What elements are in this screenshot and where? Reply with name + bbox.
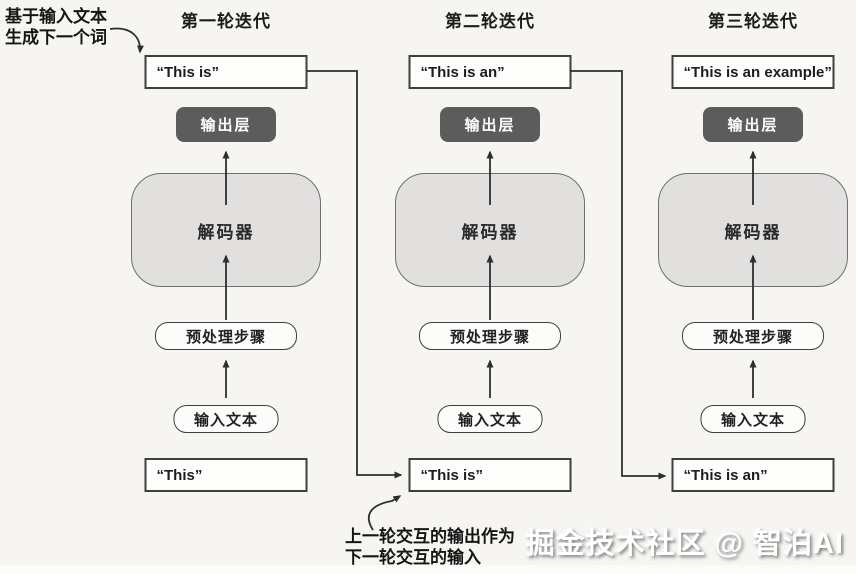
output-layer-box-3: 输出层: [703, 107, 803, 142]
annotation-line: 基于输入文本: [5, 7, 107, 26]
iteration-column-2: 第二轮迭代 “This is an” 输出层 解码器 预处理步骤 输入文本 “T…: [395, 0, 585, 574]
annotation-output-as-next-input: 上一轮交互的输出作为 下一轮交互的输入: [345, 526, 515, 568]
input-string-1: “This”: [156, 466, 203, 484]
decoder-box-3: 解码器: [658, 173, 848, 287]
output-layer-box-2: 输出层: [440, 107, 540, 142]
iteration-1-title: 第一轮迭代: [181, 12, 271, 31]
annotation-generate-next-word: 基于输入文本 生成下一个词: [5, 6, 107, 48]
generated-text-box-2: “This is an”: [408, 55, 572, 89]
input-string-2: “This is”: [420, 466, 484, 484]
generated-text-3: “This is an example”: [683, 63, 832, 81]
bottom-edge-strip: [0, 565, 856, 574]
input-string-box-2: “This is”: [408, 458, 572, 492]
iteration-3-title: 第三轮迭代: [708, 12, 798, 31]
annotation-line: 上一轮交互的输出作为: [345, 527, 515, 546]
output-layer-box-1: 输出层: [176, 107, 276, 142]
iteration-column-3: 第三轮迭代 “This is an example” 输出层 解码器 预处理步骤…: [658, 0, 848, 574]
iteration-column-1: 第一轮迭代 “This is” 输出层 解码器 预处理步骤 输入文本 “This…: [131, 0, 321, 574]
preprocess-box-2: 预处理步骤: [419, 322, 561, 350]
watermark-text: 掘金技术社区 @ 智泊AI: [525, 528, 844, 560]
iteration-2-title: 第二轮迭代: [445, 12, 535, 31]
generated-text-box-1: “This is”: [144, 55, 308, 89]
input-text-box-2: 输入文本: [437, 405, 543, 433]
input-text-box-1: 输入文本: [173, 405, 279, 433]
preprocess-box-3: 预处理步骤: [682, 322, 824, 350]
generated-text-1: “This is”: [156, 63, 220, 81]
input-string-box-3: “This is an”: [671, 458, 835, 492]
annotation-line: 生成下一个词: [5, 28, 107, 48]
input-string-3: “This is an”: [683, 466, 768, 484]
connector-iter1-to-iter2: [307, 70, 403, 479]
generated-text-box-3: “This is an example”: [671, 55, 835, 89]
input-text-box-3: 输入文本: [700, 405, 806, 433]
decoder-box-1: 解码器: [131, 173, 321, 287]
input-string-box-1: “This”: [144, 458, 308, 492]
annotation-line: 下一轮交互的输入: [345, 548, 481, 568]
decoder-box-2: 解码器: [395, 173, 585, 287]
generated-text-2: “This is an”: [420, 63, 505, 81]
preprocess-box-1: 预处理步骤: [155, 322, 297, 350]
